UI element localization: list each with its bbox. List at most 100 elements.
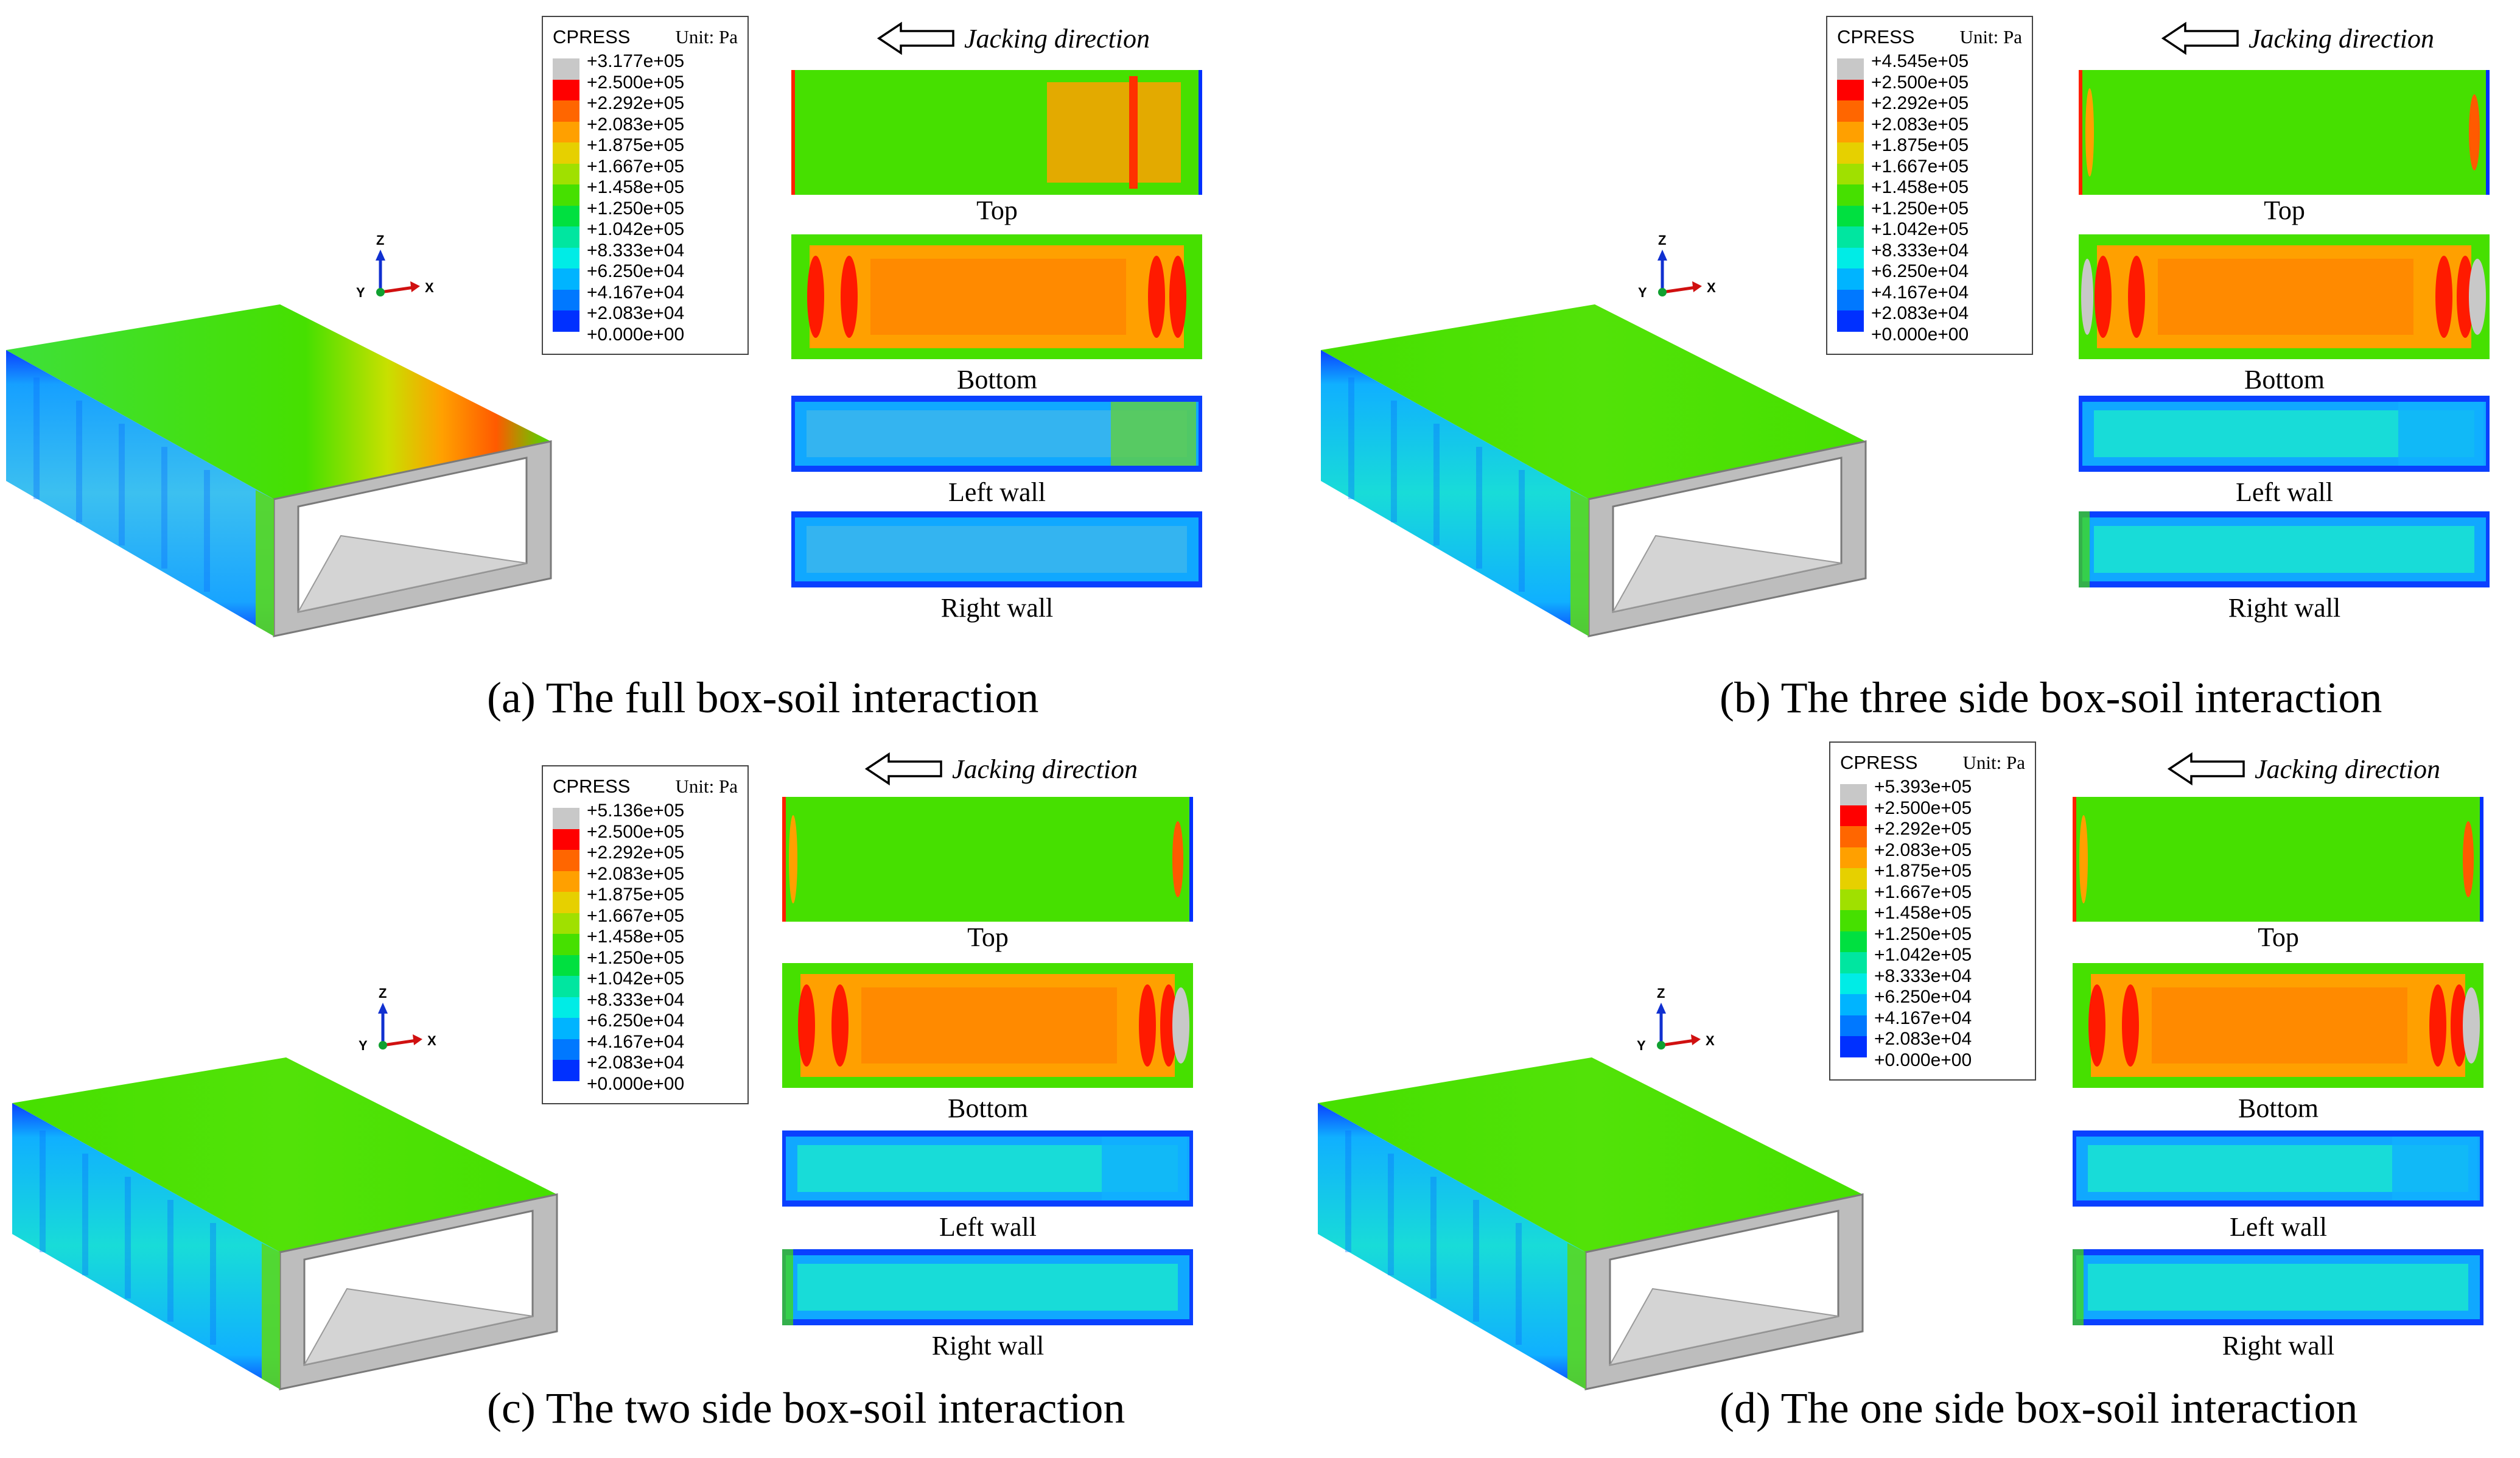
- legend-value: +1.875e+05: [1871, 135, 1969, 155]
- legend-value: +8.333e+04: [1874, 966, 1972, 986]
- strip-label: Left wall: [948, 477, 1046, 507]
- legend-value: +6.250e+04: [1874, 987, 1972, 1007]
- legend-variable: CPRESS: [553, 776, 631, 797]
- legend-value: +2.500e+05: [587, 72, 685, 93]
- legend-swatch: [1837, 289, 1864, 310]
- figure-caption: (c) The two side box-soil interaction: [487, 1384, 1125, 1432]
- legend-swatch: [553, 997, 579, 1018]
- legend-color-bar: [1837, 51, 1864, 345]
- jacking-label: Jacking direction: [2255, 754, 2441, 784]
- legend-swatch: [1840, 973, 1867, 994]
- legend-swatch: [553, 79, 579, 100]
- legend-color-bar: [1840, 777, 1867, 1071]
- coordinate-triad: Z Y X: [1634, 984, 1719, 1067]
- strip-label: Right wall: [931, 1331, 1045, 1361]
- legend-value: +6.250e+04: [1871, 261, 1969, 281]
- legend-value: +5.393e+05: [1874, 777, 1972, 797]
- legend-swatch: [1840, 931, 1867, 952]
- arrow-left-icon: [877, 21, 954, 55]
- legend-value: +6.250e+04: [587, 1011, 685, 1031]
- legend-value: +0.000e+00: [587, 1073, 685, 1094]
- contour-strip-right-wall: [2073, 1249, 2483, 1325]
- legend-value: +4.545e+05: [1871, 51, 1969, 71]
- legend-value: +0.000e+00: [1871, 324, 1969, 345]
- legend-swatch: [1837, 247, 1864, 268]
- legend-swatch: [1837, 226, 1864, 248]
- legend-unit: Unit: Pa: [675, 26, 738, 47]
- legend-swatch: [553, 310, 579, 332]
- box-side-face: [12, 1103, 280, 1389]
- legend-value: +1.667e+05: [587, 905, 685, 926]
- legend-value: +1.667e+05: [587, 156, 685, 177]
- legend-variable: CPRESS: [1840, 752, 1918, 773]
- figure-caption: (d) The one side box-soil interaction: [1720, 1384, 2358, 1432]
- legend-value: +2.083e+05: [1874, 839, 1972, 860]
- legend-value: +1.042e+05: [1871, 219, 1969, 239]
- legend-value: +6.250e+04: [587, 261, 685, 281]
- strip-label: Top: [2264, 195, 2305, 225]
- strip-label: Top: [2258, 922, 2299, 952]
- legend-swatch: [553, 163, 579, 184]
- axis-y-label: Y: [356, 285, 365, 300]
- strip-label: Top: [976, 195, 1018, 225]
- box-model-3d: [1321, 304, 1867, 637]
- legend-swatch: [1837, 58, 1864, 80]
- box-top-face: [1321, 304, 1866, 499]
- legend-value: +4.167e+04: [587, 282, 685, 303]
- legend-swatch: [1840, 1036, 1867, 1057]
- strip-label: Bottom: [956, 365, 1038, 394]
- strip-label: Top: [967, 922, 1009, 952]
- legend-swatch: [553, 829, 579, 850]
- legend-swatch: [1837, 205, 1864, 226]
- legend-value: +2.292e+05: [587, 843, 685, 863]
- legend-swatch: [1837, 310, 1864, 332]
- axis-x-label: X: [1706, 1033, 1715, 1048]
- legend-swatch: [1840, 847, 1867, 868]
- axis-z-label: Z: [1657, 986, 1665, 1001]
- axis-x-label: X: [425, 280, 434, 295]
- legend-value: +2.292e+05: [587, 93, 685, 113]
- legend-value: +1.250e+05: [587, 198, 685, 219]
- arrow-left-icon: [2161, 21, 2239, 55]
- contour-strip-left-wall: [791, 396, 1202, 472]
- legend-swatch: [1837, 184, 1864, 206]
- legend-swatch: [553, 100, 579, 122]
- jacking-direction: Jacking direction: [877, 21, 1150, 55]
- legend-value: +1.667e+05: [1874, 881, 1972, 902]
- legend-swatch: [1837, 268, 1864, 290]
- contour-strip-right-wall: [791, 511, 1202, 587]
- jacking-label: Jacking direction: [2249, 23, 2435, 54]
- figure-caption: (b) The three side box-soil interaction: [1720, 673, 2382, 722]
- legend-swatch: [553, 1018, 579, 1039]
- strip-label: Left wall: [2235, 477, 2334, 507]
- strip-label: Left wall: [2229, 1212, 2328, 1242]
- strip-label: Right wall: [2228, 593, 2341, 623]
- legend-swatch: [553, 58, 579, 80]
- box-model-3d: [6, 304, 552, 637]
- legend-value: +1.458e+05: [1871, 177, 1969, 197]
- box-top-face: [6, 304, 551, 499]
- legend-swatch: [553, 850, 579, 871]
- legend-value: +1.042e+05: [587, 969, 685, 989]
- legend-value: +1.042e+05: [587, 219, 685, 239]
- legend-value: +3.177e+05: [587, 51, 685, 71]
- axis-x-label: X: [427, 1033, 436, 1048]
- legend-value: +1.250e+05: [1871, 198, 1969, 219]
- legend-swatch: [553, 247, 579, 268]
- legend-variable: CPRESS: [553, 26, 631, 47]
- axis-y-label: Y: [1637, 1038, 1646, 1053]
- arrow-left-icon: [864, 752, 942, 786]
- legend-value: +2.292e+05: [1874, 819, 1972, 839]
- contour-strip-left-wall: [782, 1130, 1193, 1207]
- contour-strip-top: [782, 797, 1193, 922]
- legend-value: +8.333e+04: [587, 989, 685, 1010]
- legend-swatch: [553, 268, 579, 290]
- legend-value: +1.250e+05: [587, 947, 685, 968]
- legend-swatch: [553, 808, 579, 829]
- legend-swatch: [1840, 805, 1867, 826]
